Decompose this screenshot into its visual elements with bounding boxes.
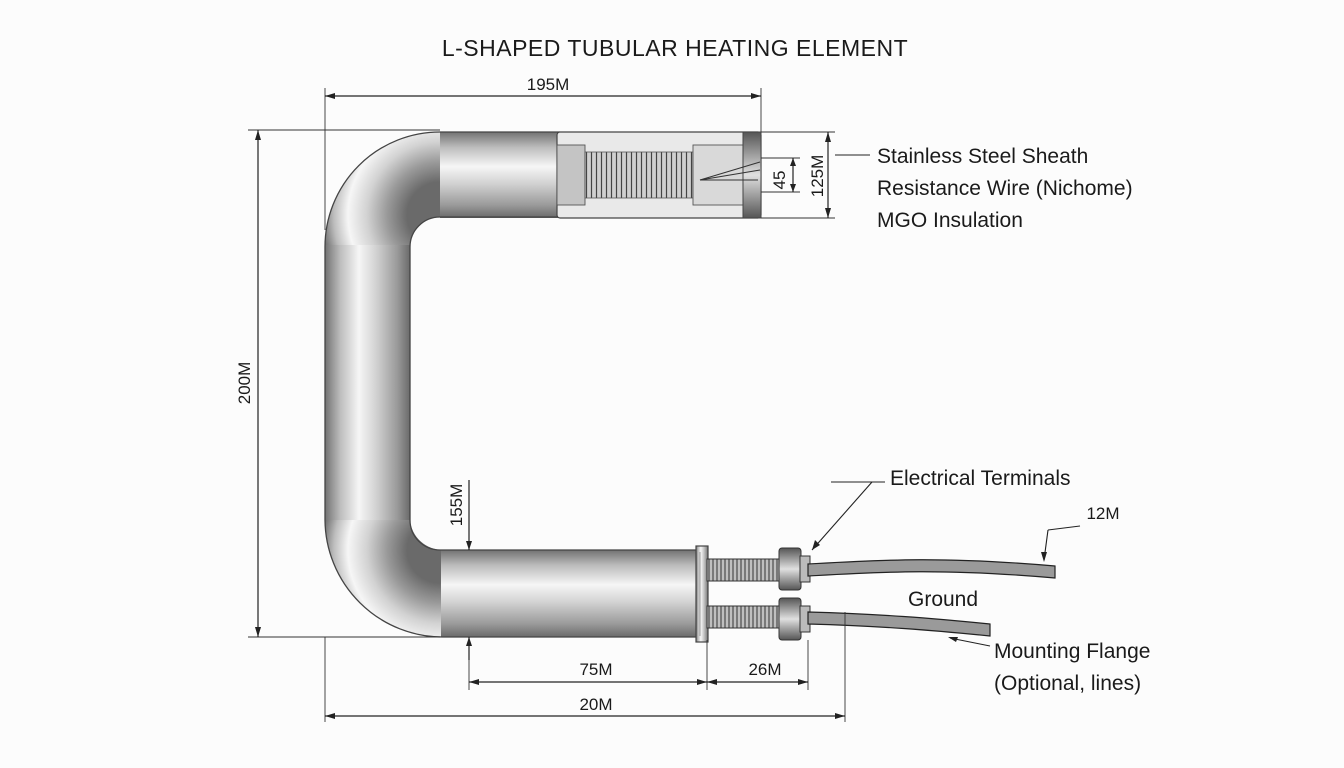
dim-terminal-length: 26M	[748, 660, 781, 679]
callout-sheath: Stainless Steel Sheath	[877, 145, 1088, 168]
dim-top-length: 195M	[527, 75, 570, 94]
callout-resistance-wire: Resistance Wire (Nichome)	[877, 177, 1133, 200]
dim-left-height: 200M	[235, 362, 254, 405]
lead-wire-upper	[807, 559, 1056, 579]
electrical-terminal-lower	[706, 597, 811, 641]
dim-wire-gap: 45	[770, 171, 789, 190]
tube-bottom-bend	[325, 520, 443, 637]
tube-bottom-straight	[441, 550, 698, 637]
callout-flange: Mounting Flange	[994, 640, 1150, 663]
callout-ground: Ground	[908, 588, 978, 611]
dim-overall-bottom: 20M	[579, 695, 612, 714]
dim-tube-diameter: 125M	[808, 155, 827, 198]
dim-lower-straight: 75M	[579, 660, 612, 679]
callout-terminals: Electrical Terminals	[890, 467, 1071, 490]
tube-body	[324, 131, 698, 638]
dimension-lines	[248, 88, 846, 722]
cutaway-section	[556, 131, 762, 219]
tube-vertical	[325, 245, 410, 523]
resistance-coil	[584, 151, 694, 199]
mounting-flange	[695, 545, 709, 643]
tube-top-bend	[325, 132, 440, 247]
electrical-terminal-upper	[706, 547, 811, 591]
dim-inner-bend: 155M	[447, 484, 466, 527]
dim-lead-length: 12M	[1086, 504, 1119, 523]
diagram-title: L-SHAPED TUBULAR HEATING ELEMENT	[442, 35, 908, 61]
tube-top-straight	[440, 132, 560, 218]
callout-insulation: MGO Insulation	[877, 209, 1023, 232]
leader-lines	[811, 154, 1081, 647]
callout-flange-note: (Optional, lines)	[994, 672, 1141, 695]
lead-wire-lower	[807, 611, 991, 637]
